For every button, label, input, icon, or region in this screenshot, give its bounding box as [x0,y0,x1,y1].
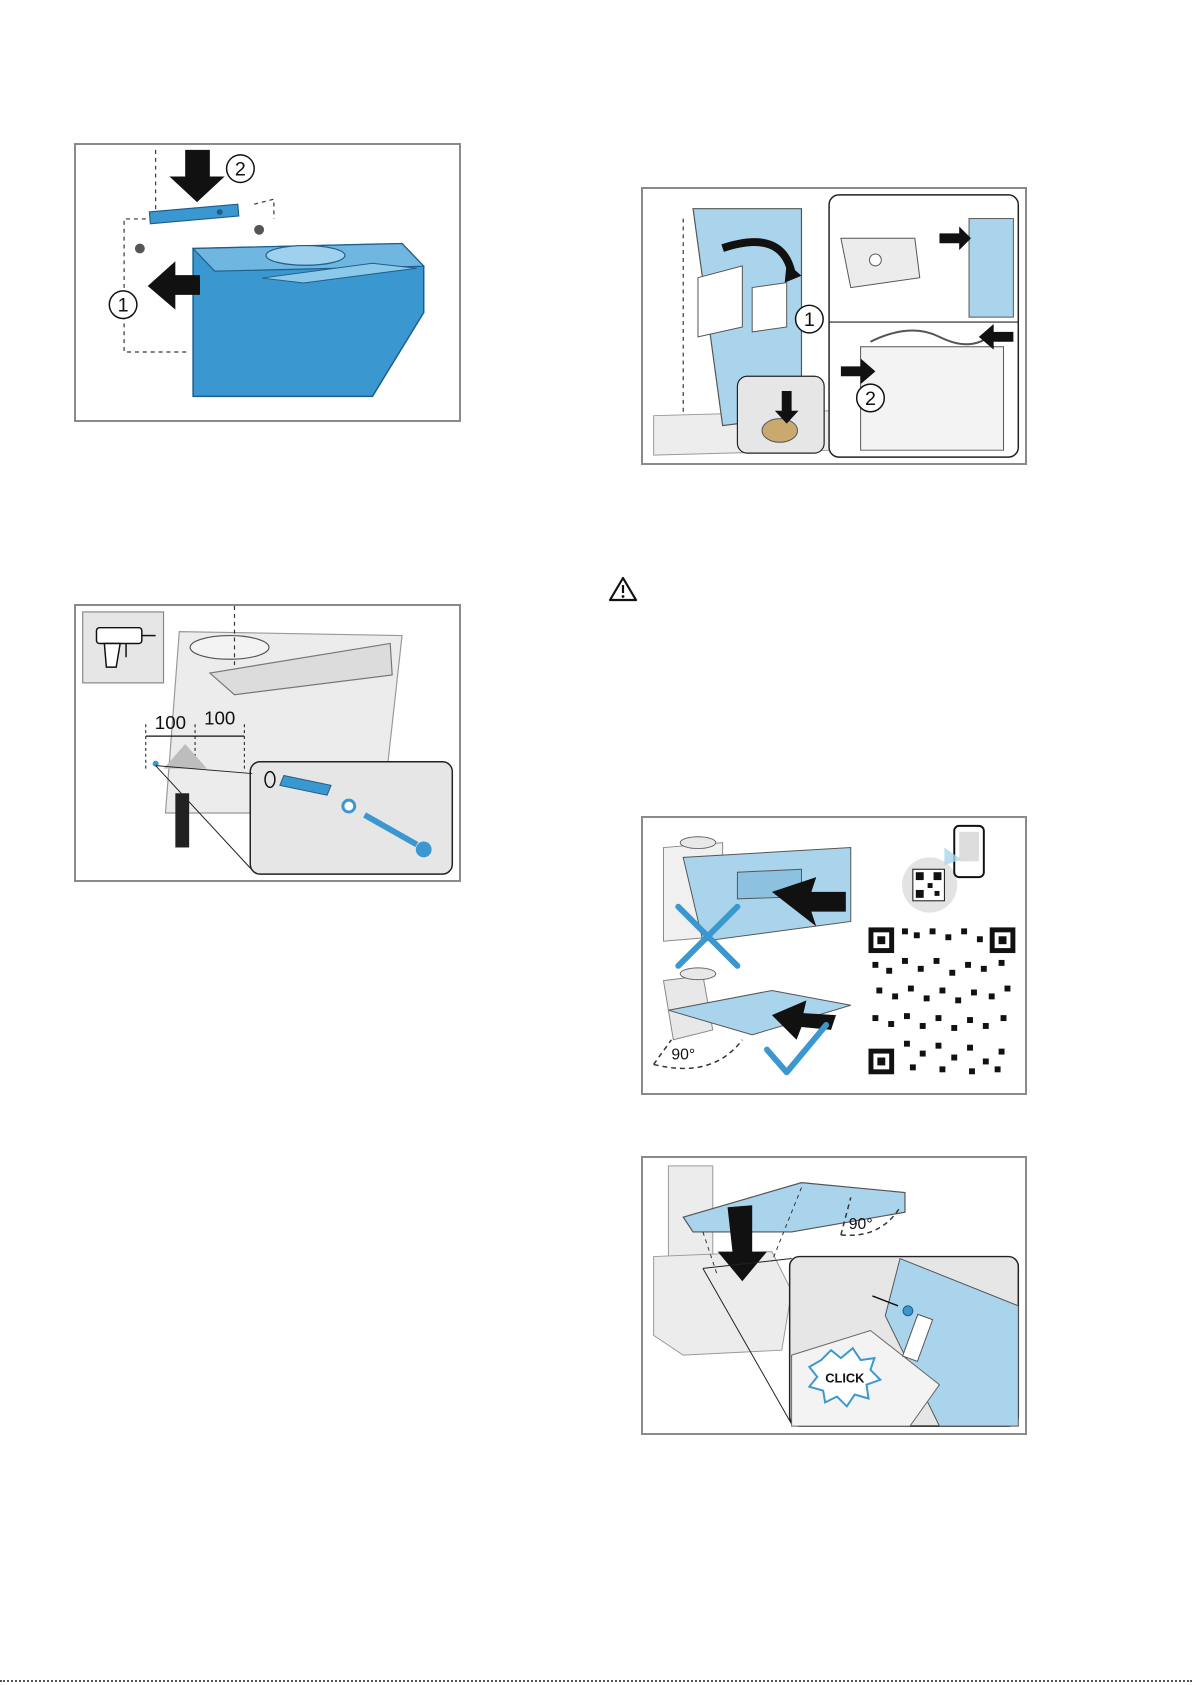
cover-click-illustration: 90° CLICK [643,1158,1025,1433]
figure-chimney-duct: 1 2 [641,187,1027,465]
arrow-left-icon [148,261,200,309]
svg-text:2: 2 [865,388,876,410]
figure-drilling-dimensions: 100 100 [74,604,461,882]
svg-text:1: 1 [118,295,129,317]
figure-cover-orientation: 90° [641,816,1027,1095]
qr-code-icon [913,869,945,901]
footer-rule [0,1680,1192,1682]
hood-bracket-illustration: 2 1 [76,145,459,420]
drilling-illustration: 100 100 [76,606,459,880]
figure-hood-bracket: 2 1 [74,143,461,422]
warning-icon [608,576,638,602]
angle-label: 90° [671,1046,695,1063]
dimension-right: 100 [204,707,235,728]
svg-text:2: 2 [235,159,246,181]
click-label: CLICK [825,1371,865,1386]
figure-cover-click: 90° CLICK [641,1156,1027,1435]
dimension-left: 100 [155,712,186,733]
cover-orientation-illustration: 90° [643,818,1025,1093]
svg-text:1: 1 [804,309,815,331]
arrow-down-icon [169,150,224,202]
chimney-duct-illustration: 1 2 [643,189,1025,463]
angle-label: 90° [849,1216,873,1233]
qr-code-large [866,924,1019,1077]
